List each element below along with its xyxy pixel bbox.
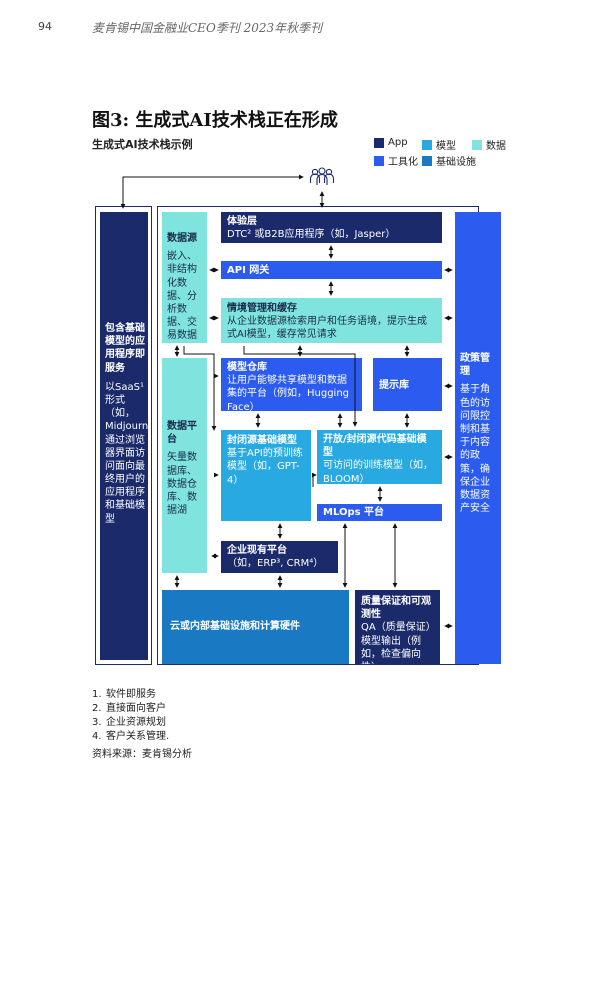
- model-hub-box: 模型仓库 让用户能够共享模型和数据集的平台（例如，Hugging Face）: [221, 358, 362, 411]
- users-group-icon: [309, 166, 335, 188]
- context-management-box: 情境管理和缓存 从企业数据源检索用户和任务语境，提示生成式AI模型，缓存常见请求: [221, 298, 442, 343]
- closed-source-model-box: 封闭源基础模型 基于API的预训练模型（如，GPT-4）: [221, 430, 311, 521]
- saas-app-box: 包含基础模型的应用程序即服务 以SaaS¹形式（如，Midjourney）通过浏…: [100, 212, 148, 660]
- figure-subtitle: 生成式AI技术栈示例: [92, 138, 193, 151]
- prompt-library-box: 提示库: [373, 358, 442, 411]
- arrow-context-open: [243, 346, 358, 427]
- policy-management-box: 政策管理 基于角色的访问限控制和基于内容的政策，确保企业数据资产安全: [455, 212, 501, 664]
- enterprise-platform-box: 企业现有平台 （如，ERP³, CRM⁴）: [221, 541, 338, 573]
- legend-item-data: 数据: [472, 137, 506, 152]
- experience-layer-box: 体验层 DTC² 或B2B应用程序（如，Jasper）: [221, 212, 442, 243]
- page-number: 94: [38, 20, 52, 33]
- legend-swatch: [422, 139, 432, 150]
- arrow-saas-users: [120, 174, 304, 209]
- data-source-box: 数据源 嵌入、非结构化数据、分析数据、交易数据: [162, 212, 207, 343]
- legend-item-infra: 基础设施: [422, 153, 476, 168]
- footnote: 2.直接面向客户: [92, 703, 166, 714]
- legend-swatch: [422, 155, 432, 166]
- footnotes: 1.软件即服务 2.直接面向客户 3.企业资源规划 4.客户关系管理.: [92, 688, 169, 744]
- arrow-closed-open: [311, 472, 317, 487]
- publication-title: 麦肯锡中国金融业CEO季刊 2023年秋季刊: [92, 21, 323, 35]
- footnote: 3.企业资源规划: [92, 717, 166, 728]
- arrow-source-models: [183, 346, 217, 431]
- legend-swatch: [472, 139, 482, 150]
- source-note: 资料来源：麦肯锡分析: [92, 749, 192, 760]
- qa-observability-box: 质量保证和可观测性 QA（质量保证）模型输出（例如，检查偏向性）: [355, 590, 440, 664]
- legend-item-model: 模型: [422, 137, 456, 152]
- open-source-model-box: 开放/封闭源代码基础模型 可访问的训练模型（如，BLOOM）: [317, 430, 442, 484]
- footnote: 4.客户关系管理.: [92, 731, 170, 742]
- footnote: 1.软件即服务: [92, 689, 156, 700]
- figure-title: 图3: 生成式AI技术栈正在形成: [92, 110, 338, 131]
- legend-item-tooling: 工具化: [374, 153, 418, 168]
- legend-swatch: [374, 137, 384, 148]
- data-platform-box: 数据平台 矢量数据库、数据仓库、数据湖: [162, 358, 207, 573]
- infrastructure-box: 云或内部基础设施和计算硬件: [162, 590, 349, 664]
- legend-swatch: [374, 155, 384, 166]
- legend-item-app: App: [374, 137, 408, 148]
- mlops-platform-box: MLOps 平台: [317, 504, 442, 521]
- api-gateway-box: API 网关: [221, 261, 442, 279]
